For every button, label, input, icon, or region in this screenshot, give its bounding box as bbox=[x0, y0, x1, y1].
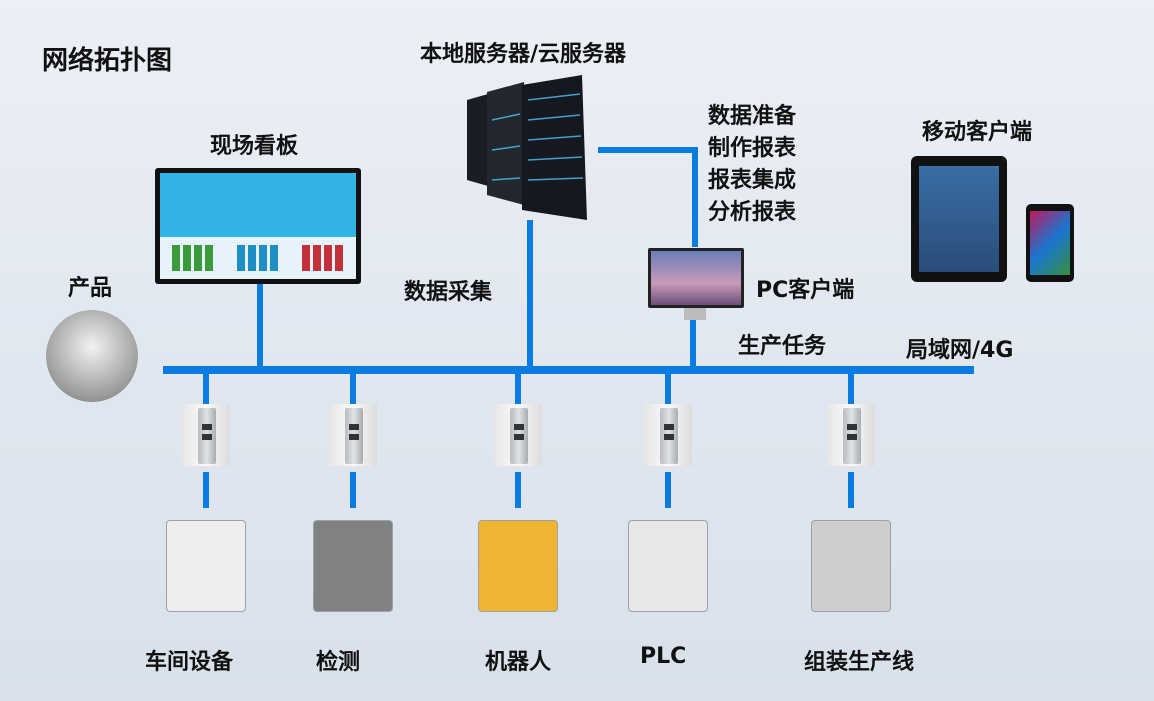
task-label: 数据准备 bbox=[708, 104, 797, 129]
device-label: 检测 bbox=[316, 650, 361, 675]
board-link bbox=[257, 284, 263, 368]
server-label: 本地服务器/云服务器 bbox=[420, 42, 627, 67]
kanban-board-image bbox=[155, 168, 361, 284]
phone-image bbox=[1026, 204, 1074, 282]
gateway-device bbox=[182, 404, 230, 466]
drop-line bbox=[665, 372, 671, 404]
product-image bbox=[46, 310, 138, 402]
device-label: 车间设备 bbox=[145, 650, 234, 675]
gateway-device bbox=[644, 404, 692, 466]
task-label: 分析报表 bbox=[708, 200, 797, 225]
gateway-device bbox=[329, 404, 377, 466]
drop-line bbox=[665, 472, 671, 508]
drop-line bbox=[515, 372, 521, 404]
tablet-image bbox=[911, 156, 1007, 282]
pc-stand bbox=[684, 308, 706, 320]
network-label: 局域网/4G bbox=[906, 338, 1014, 363]
pc-label: PC客户端 bbox=[756, 278, 855, 303]
equipment-image bbox=[628, 520, 708, 612]
drop-line bbox=[848, 372, 854, 404]
network-bus bbox=[163, 366, 974, 374]
data-collect-label: 数据采集 bbox=[404, 280, 493, 305]
task-label: 报表集成 bbox=[708, 168, 797, 193]
board-label: 现场看板 bbox=[210, 134, 299, 159]
device-label: 组装生产线 bbox=[804, 650, 915, 675]
drop-line bbox=[848, 472, 854, 508]
gateway-device bbox=[494, 404, 542, 466]
mobile-label: 移动客户端 bbox=[922, 120, 1033, 145]
pc-link bbox=[690, 320, 696, 368]
task-label: 制作报表 bbox=[708, 136, 797, 161]
drop-line bbox=[515, 472, 521, 508]
server-pc-link bbox=[598, 147, 696, 153]
gateway-device bbox=[827, 404, 875, 466]
page-title: 网络拓扑图 bbox=[42, 46, 173, 76]
production-task-label: 生产任务 bbox=[738, 334, 827, 359]
drop-line bbox=[350, 472, 356, 508]
server-rack-image bbox=[467, 75, 587, 220]
equipment-image bbox=[166, 520, 246, 612]
device-label: PLC bbox=[640, 644, 687, 669]
equipment-image bbox=[313, 520, 393, 612]
device-label: 机器人 bbox=[485, 650, 552, 675]
pc-monitor-image bbox=[648, 248, 744, 308]
equipment-image bbox=[478, 520, 558, 612]
server-link bbox=[527, 220, 533, 368]
drop-line bbox=[203, 372, 209, 404]
drop-line bbox=[350, 372, 356, 404]
product-label: 产品 bbox=[68, 276, 113, 301]
server-pc-link bbox=[692, 147, 698, 247]
drop-line bbox=[203, 472, 209, 508]
equipment-image bbox=[811, 520, 891, 612]
